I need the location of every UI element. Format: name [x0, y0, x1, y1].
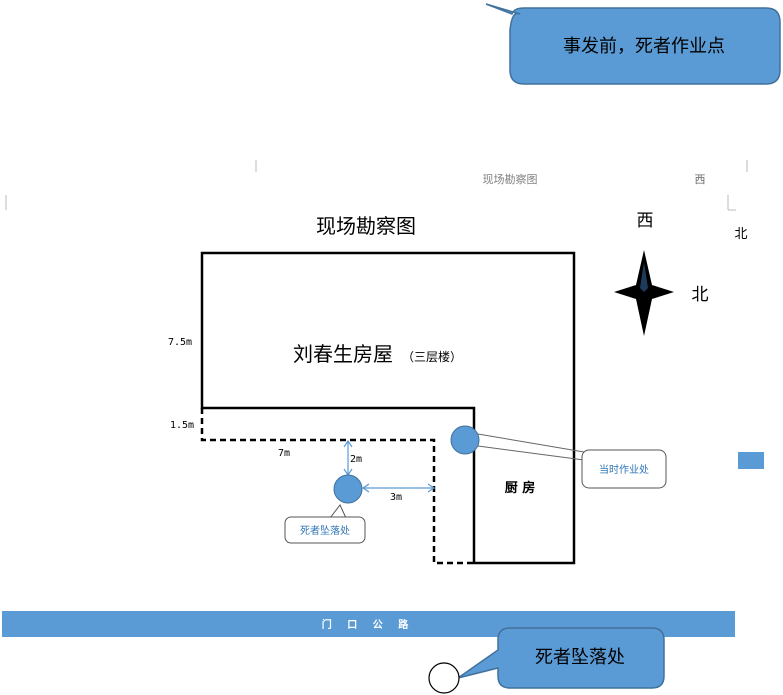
arrowhead	[361, 483, 370, 493]
callout-pointer	[328, 504, 347, 519]
callout-top: 事发前，死者作业点	[485, 3, 781, 85]
side-marker	[738, 452, 764, 469]
house-outline	[200, 251, 576, 565]
work-spot-callout: 当时作业处	[477, 433, 667, 489]
compass-needle-icon	[640, 262, 648, 292]
page-fragments	[5, 160, 748, 211]
fall-point-circle	[428, 662, 460, 694]
fall-spot-box	[284, 516, 366, 544]
callout-bottom-text: 死者坠落处	[535, 647, 625, 668]
fall-spot-label: 死者坠落处	[300, 525, 350, 537]
fall-spot-callout: 死者坠落处	[284, 504, 366, 544]
dim-dist-v: 2m	[350, 454, 362, 465]
compass-west: 西	[637, 211, 654, 231]
callout-bottom-shape	[457, 627, 665, 689]
fragment-right-edge: 北	[734, 227, 747, 242]
measure-arrows	[343, 439, 436, 493]
dim-dist-h: 3m	[390, 492, 402, 503]
dim-height-ext: 1.5m	[170, 420, 194, 431]
compass-north: 北	[692, 285, 709, 305]
compass-star-icon	[614, 250, 674, 336]
road-label: 门 口 公 路	[322, 618, 414, 631]
arrowhead	[343, 439, 353, 448]
extension-outline	[200, 408, 474, 565]
work-spot-box	[581, 449, 667, 489]
arrowhead	[427, 483, 436, 493]
house-note: （三层楼）	[402, 349, 462, 364]
crop-mark	[727, 195, 736, 211]
dim-width-ext: 7m	[278, 448, 290, 459]
callout-bottom: 死者坠落处	[457, 627, 665, 689]
kitchen-label: 厨 房	[505, 480, 536, 496]
work-spot-label: 当时作业处	[599, 463, 649, 476]
house-label: 刘春生房屋	[293, 342, 393, 366]
fragment-top-right: 西	[695, 173, 706, 186]
callout-pointer	[477, 433, 585, 461]
compass: 西 北	[614, 211, 709, 336]
callout-top-shape	[485, 3, 781, 85]
fall-spot-marker	[333, 474, 363, 504]
fragment-top-text: 现场勘察图	[483, 172, 538, 186]
diagram-title: 现场勘察图	[316, 214, 416, 238]
work-spot-marker	[450, 425, 480, 455]
dim-height-main: 7.5m	[168, 337, 192, 348]
callout-top-text: 事发前，死者作业点	[563, 36, 725, 57]
